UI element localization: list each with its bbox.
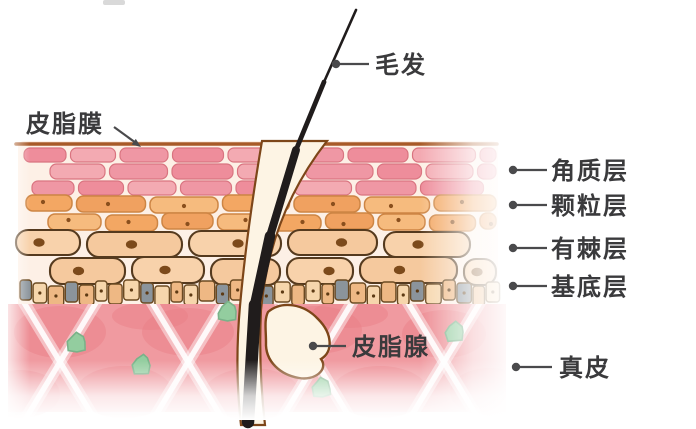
granule-dot xyxy=(181,203,187,209)
corneum-cell xyxy=(355,180,417,196)
spinous-layer-label: 有棘层 xyxy=(551,235,629,263)
granular-cell xyxy=(75,195,147,213)
green-cell xyxy=(66,331,86,353)
basal-nucleus xyxy=(326,292,330,296)
leader-dot xyxy=(508,281,518,291)
basal-cell xyxy=(107,283,123,305)
corneum-cell xyxy=(305,163,374,180)
basal-nucleus xyxy=(129,288,134,292)
granule-dot xyxy=(243,217,248,223)
granule-dot xyxy=(105,201,111,207)
callouts: 毛发 皮脂膜 角质层 颗粒层 有棘层 基底层 皮脂腺 真皮 xyxy=(26,51,629,382)
granular-cell xyxy=(47,213,102,231)
hair-label: 毛发 xyxy=(375,51,427,79)
basal-layer-label: 基底层 xyxy=(551,273,629,301)
corneum-cell xyxy=(127,180,177,196)
granular-cell xyxy=(363,196,431,214)
cell-nucleus xyxy=(33,238,45,247)
dermis-patch xyxy=(312,304,388,328)
granular-layer-label: 颗粒层 xyxy=(551,192,629,220)
cell-nucleus xyxy=(125,240,138,249)
bottom-fade xyxy=(0,360,560,420)
corneum-cell xyxy=(49,163,106,180)
leader-dot xyxy=(508,243,518,253)
spinous-cell xyxy=(48,256,127,286)
corneum-cell xyxy=(77,180,125,196)
dermis-patch xyxy=(112,304,188,330)
cell-nucleus xyxy=(159,265,171,275)
spinous-cell xyxy=(286,228,379,257)
basal-nucleus xyxy=(356,291,360,295)
corneum-cell xyxy=(376,163,423,180)
granule-dot xyxy=(330,201,336,207)
basal-nucleus xyxy=(99,289,103,293)
basal-nucleus xyxy=(311,289,315,293)
stratum-corneum-label: 角质层 xyxy=(551,157,629,185)
basal-nucleus xyxy=(401,293,405,297)
top-edge-artifact xyxy=(103,0,125,5)
cell-nucleus xyxy=(393,265,406,275)
cell-nucleus xyxy=(323,266,335,276)
arrowhead-icon xyxy=(131,138,141,147)
cell-nucleus xyxy=(72,266,85,276)
granular-cell xyxy=(377,213,426,231)
basal-nucleus xyxy=(415,289,419,293)
corneum-cell xyxy=(171,163,234,180)
granule-dot xyxy=(300,219,305,225)
corneum-cell xyxy=(31,180,75,196)
granule-dot xyxy=(185,221,190,227)
granular-cell xyxy=(104,214,159,232)
basal-nucleus xyxy=(175,290,179,294)
granule-dot xyxy=(388,203,394,209)
leader-dot xyxy=(308,341,318,351)
corneum-cell xyxy=(108,163,169,180)
basal-nucleus xyxy=(236,288,240,292)
basal-cell xyxy=(380,281,397,303)
granule-dot xyxy=(341,221,346,227)
granule-dot xyxy=(396,217,401,223)
basal-nucleus xyxy=(189,293,193,297)
leader-dot xyxy=(511,362,521,372)
basal-nucleus xyxy=(85,293,89,297)
basal-nucleus xyxy=(38,291,42,295)
corneum-cell xyxy=(179,180,233,196)
granular-cell xyxy=(324,212,375,230)
basal-nucleus xyxy=(264,294,268,298)
leader-dot xyxy=(508,165,518,175)
basal-cell xyxy=(291,284,305,306)
corneum-cell xyxy=(171,147,225,163)
corneum-cell xyxy=(23,147,67,163)
green-cell xyxy=(217,300,237,322)
left-fade xyxy=(0,128,30,420)
cell-nucleus xyxy=(232,239,244,248)
basal-nucleus xyxy=(220,292,225,296)
leader-dot xyxy=(331,59,341,69)
leader-dot xyxy=(508,200,518,210)
basal-cell xyxy=(154,285,171,307)
corneum-cell xyxy=(347,147,409,163)
basal-nucleus xyxy=(371,294,376,298)
granular-cell xyxy=(293,195,361,213)
basal-cell xyxy=(64,281,79,303)
basal-nucleus xyxy=(54,294,58,298)
granule-dot xyxy=(66,217,71,223)
basal-cell xyxy=(334,279,350,301)
basal-cell xyxy=(198,280,216,302)
corneum-cell xyxy=(119,147,169,163)
cell-nucleus xyxy=(335,238,348,247)
leader-arrow-line xyxy=(113,126,137,144)
granule-dot xyxy=(40,199,46,205)
corneum-cell xyxy=(69,147,117,163)
sebaceous-gland-label: 皮脂腺 xyxy=(352,333,430,361)
hair-follicle-channel xyxy=(236,139,330,427)
granular-cell xyxy=(25,194,73,212)
sebum-film-label: 皮脂膜 xyxy=(26,110,104,138)
dermis-label: 真皮 xyxy=(559,354,611,382)
basal-nucleus xyxy=(280,290,285,294)
corneum-cell xyxy=(293,180,353,196)
granular-cell xyxy=(161,212,214,230)
basal-nucleus xyxy=(145,291,149,295)
granule-dot xyxy=(126,219,131,225)
